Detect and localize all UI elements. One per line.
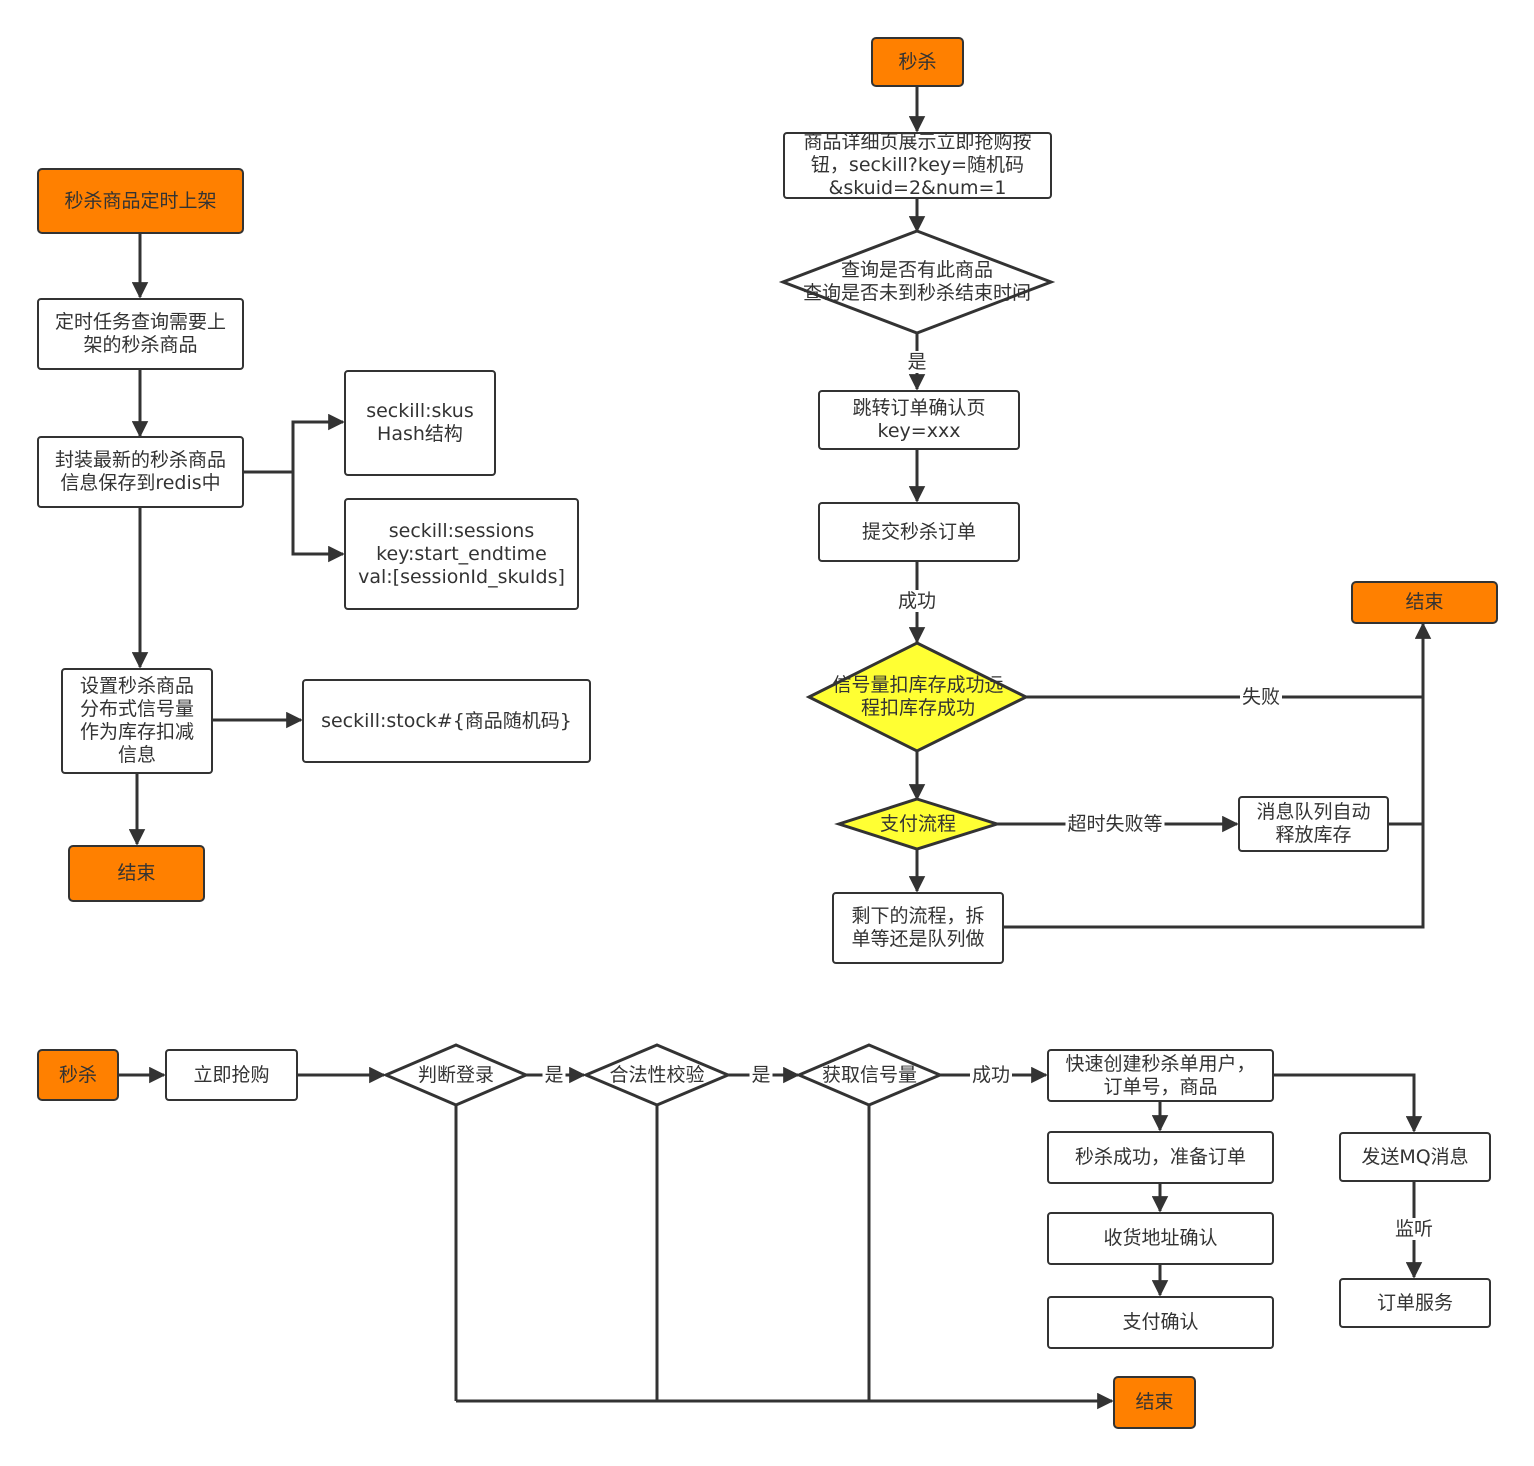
prepare-order-node[interactable]: 秒杀成功，准备订单 [1047,1131,1274,1184]
success-label: 成功 [895,590,939,612]
left-step-semaphore[interactable]: 设置秒杀商品 分布式信号量 作为库存扣减 信息 [61,668,213,774]
acquire-semaphore-text: 获取信号量 [821,1063,917,1086]
submit-order-node[interactable]: 提交秒杀订单 [818,502,1020,562]
product-detail-node[interactable]: 商品详细页展示立即抢购按 钮，seckill?key=随机码 &skuid=2&… [783,131,1052,199]
decision-check-product [778,229,1056,335]
bottom-start-node[interactable]: 秒杀 [37,1049,119,1101]
mq-release-node[interactable]: 消息队列自动 释放库存 [1238,796,1389,852]
create-order-node[interactable]: 快速创建秒杀单用户， 订单号，商品 [1047,1049,1274,1102]
decision-pay [834,797,1003,851]
order-service-node[interactable]: 订单服务 [1339,1278,1491,1328]
left-step-save-redis[interactable]: 封装最新的秒杀商品 信息保存到redis中 [37,436,244,508]
decision-validation [582,1043,732,1107]
remaining-flow-node[interactable]: 剩下的流程，拆 单等还是队列做 [832,892,1004,964]
validation-text: 合法性校验 [609,1063,705,1086]
login-check-text: 判断登录 [417,1063,494,1086]
left-start-node[interactable]: 秒杀商品定时上架 [37,168,244,234]
listen-label: 监听 [1392,1218,1436,1240]
left-end-node[interactable]: 结束 [68,845,205,902]
timeout-label: 超时失败等 [1065,813,1165,835]
fail-label: 失败 [1239,686,1283,708]
right-end-node[interactable]: 结束 [1351,581,1498,624]
yes-label-1: 是 [542,1064,566,1086]
address-confirm-node[interactable]: 收货地址确认 [1047,1212,1274,1265]
edge-left-step2-sessions [291,472,345,563]
edge-right-mq-end [1388,697,1425,826]
success-label-bottom: 成功 [969,1064,1013,1086]
redis-stock-node[interactable]: seckill:stock#{商品随机码} [302,679,591,763]
pay-flow-text: 支付流程 [879,812,956,835]
edge-left-step2-skus [243,413,345,474]
yes-label: 是 [905,351,929,373]
yes-label-2: 是 [749,1064,773,1086]
redis-sessions-node[interactable]: seckill:sessions key:start_endtime val:[… [344,498,579,610]
order-confirm-node[interactable]: 跳转订单确认页 key=xxx [818,390,1020,450]
check-product-text: 查询是否有此商品 查询是否未到秒杀结束时间 [802,259,1031,304]
left-step-query-products[interactable]: 定时任务查询需要上 架的秒杀商品 [37,298,244,370]
right-start-node[interactable]: 秒杀 [871,37,964,87]
semaphore-text: 信号量扣库存成功远 程扣库存成功 [832,674,1004,719]
redis-skus-node[interactable]: seckill:skus Hash结构 [344,370,496,476]
bottom-end-node[interactable]: 结束 [1113,1376,1196,1429]
edge-right-semaphore-end [1026,622,1432,699]
decision-acquire-semaphore [795,1043,944,1107]
edge-right-rest-end [1003,824,1425,929]
decision-semaphore [805,641,1030,753]
edge-bottom-create-mq [1272,1073,1423,1133]
send-mq-node[interactable]: 发送MQ消息 [1339,1132,1491,1182]
buy-now-node[interactable]: 立即抢购 [165,1049,298,1101]
pay-confirm-node[interactable]: 支付确认 [1047,1296,1274,1349]
decision-login [382,1043,530,1107]
